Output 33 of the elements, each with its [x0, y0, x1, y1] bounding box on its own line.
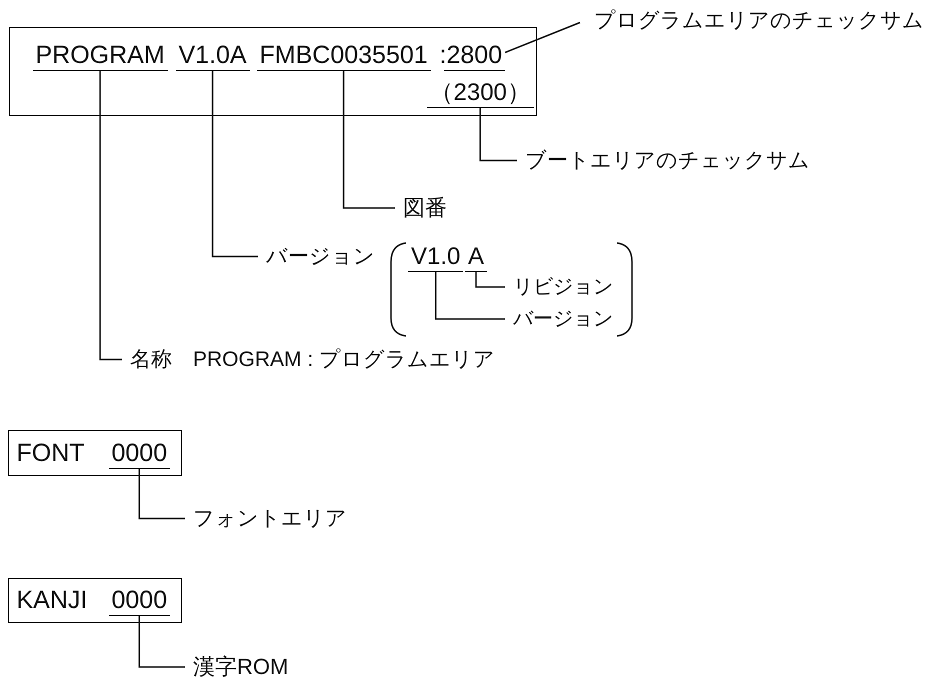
- leader-line: [138, 616, 185, 668]
- label-box: [8, 578, 182, 623]
- annotation-text: 図番: [403, 197, 447, 219]
- underlined-text: FMBC0035501: [256, 42, 431, 70]
- annotation-text: プログラムエリアのチェックサム: [594, 10, 924, 31]
- leader-line: [342, 70, 395, 209]
- annotation-text: 名称 PROGRAM : プログラムエリア: [130, 349, 496, 370]
- underlined-text: A: [465, 245, 488, 272]
- annotation-text: 漢字ROM: [193, 656, 288, 678]
- annotation-text: フォントエリア: [193, 508, 347, 529]
- annotation-text: バージョン: [266, 246, 375, 267]
- leader-line: [99, 70, 122, 360]
- leader-line: [504, 22, 580, 54]
- leader-line: [479, 108, 517, 162]
- box-text: FONT: [16, 440, 85, 466]
- underlined-text: 2800: [444, 42, 506, 70]
- label-box: [9, 27, 537, 116]
- leader-line: [434, 272, 505, 320]
- box-text: KANJI: [16, 588, 88, 612]
- underlined-text: （2300）: [426, 80, 534, 108]
- underlined-text: 0000: [108, 588, 170, 616]
- underlined-text: 0000: [108, 440, 170, 468]
- leader-line: [475, 272, 505, 288]
- underlined-text: V1.0: [408, 245, 464, 272]
- leader-line: [212, 70, 258, 258]
- underlined-text: PROGRAM: [32, 42, 168, 70]
- colon: :: [440, 42, 446, 68]
- annotation-text: リビジョン: [513, 277, 613, 297]
- label-box: [8, 430, 182, 476]
- underlined-text: V1.0A: [176, 42, 250, 70]
- leader-line: [138, 468, 185, 520]
- annotation-text: バージョン: [513, 309, 613, 329]
- annotation-text: ブートエリアのチェックサム: [525, 150, 810, 171]
